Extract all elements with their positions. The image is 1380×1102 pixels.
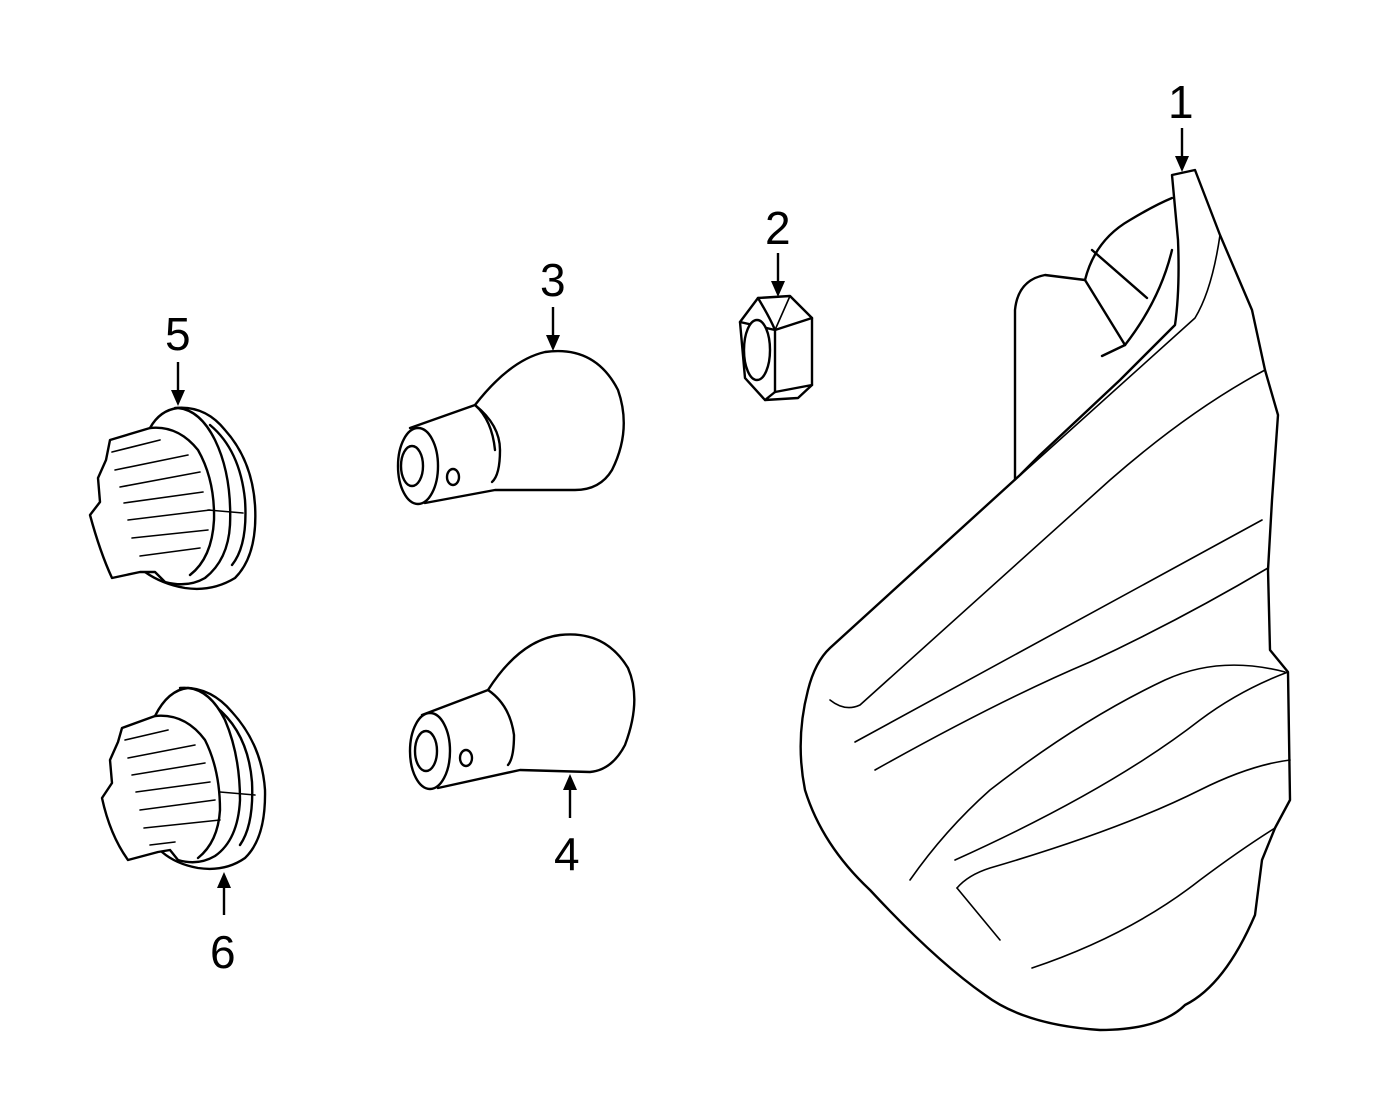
part-2-hex-nut[interactable] (738, 294, 814, 402)
callout-3-label: 3 (540, 254, 566, 306)
callout-3: 3 (540, 254, 566, 351)
part-5-socket[interactable] (88, 406, 257, 591)
callout-6: 6 (210, 872, 236, 978)
callout-4-label: 4 (554, 828, 580, 880)
part-6-socket[interactable] (100, 686, 267, 871)
callout-4: 4 (554, 774, 580, 880)
callout-5-label: 5 (165, 308, 191, 360)
part-1-lamp-assembly[interactable] (799, 168, 1292, 1032)
part-4-bulb[interactable] (408, 633, 636, 791)
callout-5: 5 (165, 308, 191, 406)
callout-1: 1 (1168, 76, 1194, 172)
callout-1-label: 1 (1168, 76, 1194, 128)
callout-2: 2 (765, 202, 791, 297)
callout-6-label: 6 (210, 926, 236, 978)
part-3-bulb[interactable] (396, 349, 625, 506)
callout-2-label: 2 (765, 202, 791, 254)
